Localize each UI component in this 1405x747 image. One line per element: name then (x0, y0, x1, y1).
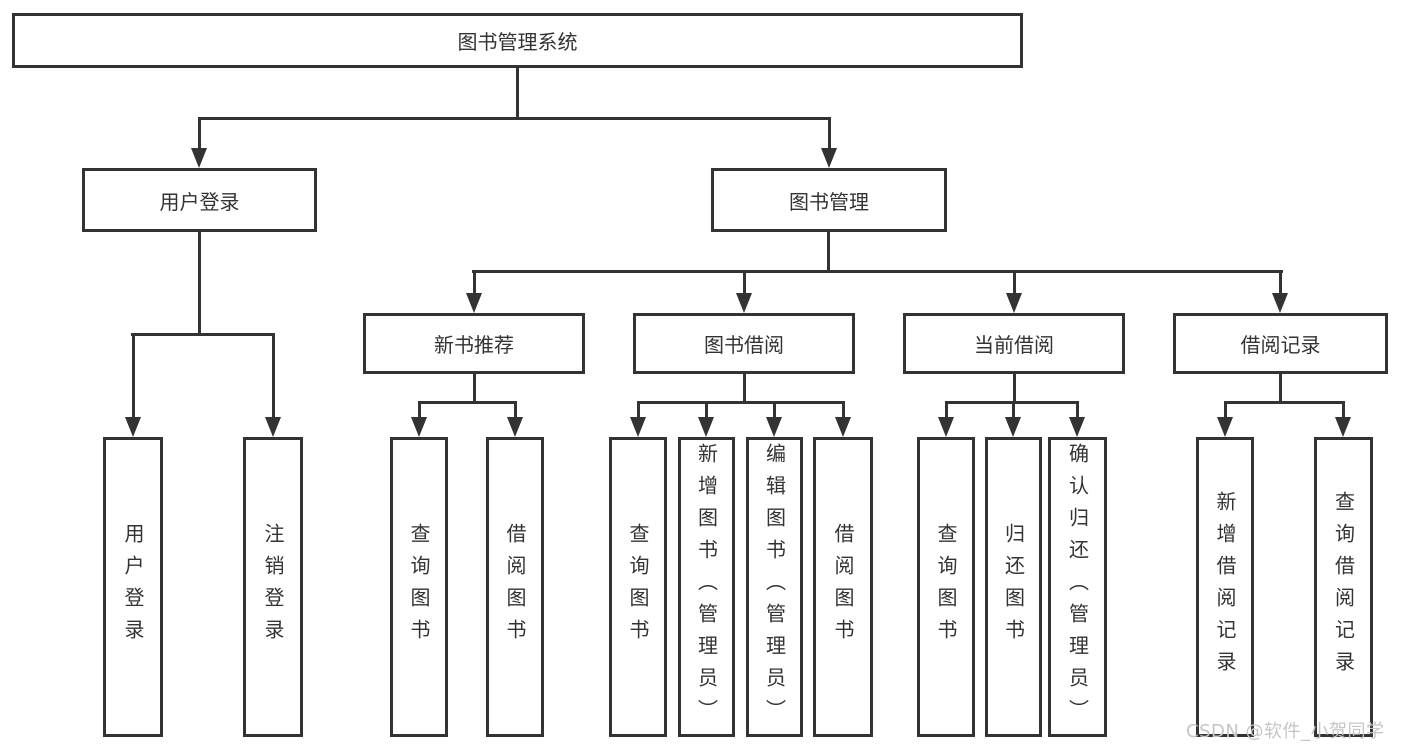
node-label: 查询借阅记录 (1331, 491, 1356, 683)
leaf-borrow-books-1: 借阅图书 (486, 437, 544, 737)
connector (132, 333, 135, 419)
node-label: 新增借阅记录 (1213, 491, 1237, 683)
connector (418, 401, 421, 418)
leaf-borrow-books-2: 借阅图书 (813, 437, 873, 737)
node-label: 编辑图书（管理员） (762, 443, 787, 731)
leaf-logout-login: 注销登录 (243, 437, 303, 737)
arrowhead (411, 417, 427, 437)
arrowhead (698, 417, 714, 437)
node-label: 用户登录 (159, 189, 240, 214)
node-current-borrowing: 当前借阅 (903, 313, 1125, 374)
node-label: 新增图书（管理员） (694, 443, 719, 731)
arrowhead (766, 417, 782, 437)
node-label: 注销登录 (261, 523, 285, 651)
node-label: 用户登录 (121, 523, 145, 651)
connector (1076, 401, 1079, 418)
connector (637, 401, 845, 404)
connector (1013, 374, 1016, 404)
arrowhead (938, 417, 954, 437)
connector (842, 401, 845, 418)
connector (1279, 270, 1282, 294)
connector (945, 401, 948, 418)
node-label: 借阅记录 (1240, 333, 1321, 357)
connector (131, 333, 274, 336)
leaf-confirm-return-admin: 确认归还（管理员） (1048, 437, 1107, 737)
node-label: 新书推荐 (434, 333, 514, 357)
leaf-user-login: 用户登录 (103, 437, 163, 737)
node-new-book-recommendation: 新书推荐 (363, 313, 585, 374)
connector (827, 232, 830, 273)
leaf-return-books: 归还图书 (985, 437, 1042, 737)
connector (472, 270, 1283, 273)
connector (473, 270, 476, 294)
arrowhead (736, 293, 752, 313)
connector (743, 270, 746, 294)
connector (473, 374, 476, 404)
connector (199, 117, 831, 120)
leaf-query-books-2: 查询图书 (609, 437, 667, 737)
connector (1342, 401, 1345, 418)
node-label: 图书管理 (789, 189, 869, 214)
leaf-query-borrow-record: 查询借阅记录 (1314, 437, 1373, 737)
connector (1012, 401, 1015, 418)
arrowhead (1006, 293, 1022, 313)
node-label: 借阅图书 (831, 523, 855, 651)
node-borrowing-records: 借阅记录 (1173, 313, 1388, 374)
connector (418, 401, 517, 404)
connector (1224, 401, 1345, 404)
connector (705, 401, 708, 418)
connector (828, 117, 831, 149)
arrowhead (1069, 417, 1085, 437)
node-label: 查询图书 (626, 523, 650, 651)
connector (272, 333, 275, 419)
node-label: 查询图书 (407, 523, 431, 651)
node-label: 确认归还（管理员） (1065, 443, 1090, 731)
connector (637, 401, 640, 418)
node-book-management: 图书管理 (711, 168, 947, 232)
connector (1224, 401, 1227, 418)
arrowhead (835, 417, 851, 437)
node-label: 借阅图书 (503, 523, 527, 651)
node-library-management-system: 图书管理系统 (12, 13, 1023, 68)
node-label: 图书管理系统 (457, 30, 578, 54)
connector (514, 401, 517, 418)
leaf-edit-books-admin: 编辑图书（管理员） (746, 437, 803, 737)
node-label: 当前借阅 (974, 333, 1054, 357)
leaf-query-books-1: 查询图书 (390, 437, 448, 737)
node-label: 查询图书 (934, 523, 958, 651)
arrowhead (630, 417, 646, 437)
connector (1279, 374, 1282, 404)
watermark: CSDN @软件_小贺同学 (1186, 721, 1385, 742)
connector (773, 401, 776, 418)
node-book-borrowing: 图书借阅 (633, 313, 855, 374)
node-label: 图书借阅 (704, 333, 784, 357)
leaf-add-borrow-record: 新增借阅记录 (1196, 437, 1254, 737)
connector (198, 232, 201, 336)
leaf-add-books-admin: 新增图书（管理员） (678, 437, 735, 737)
arrowhead (265, 417, 281, 437)
node-label: 归还图书 (1001, 523, 1026, 651)
connector (516, 68, 519, 118)
arrowhead (191, 148, 207, 168)
connector (743, 374, 746, 404)
arrowhead (125, 417, 141, 437)
arrowhead (507, 417, 523, 437)
arrowhead (821, 148, 837, 168)
arrowhead (1217, 417, 1233, 437)
node-user-login: 用户登录 (82, 168, 317, 232)
leaf-query-books-3: 查询图书 (917, 437, 975, 737)
arrowhead (466, 293, 482, 313)
arrowhead (1005, 417, 1021, 437)
connector (1013, 270, 1016, 294)
connector (198, 117, 201, 149)
arrowhead (1335, 417, 1351, 437)
arrowhead (1272, 293, 1288, 313)
